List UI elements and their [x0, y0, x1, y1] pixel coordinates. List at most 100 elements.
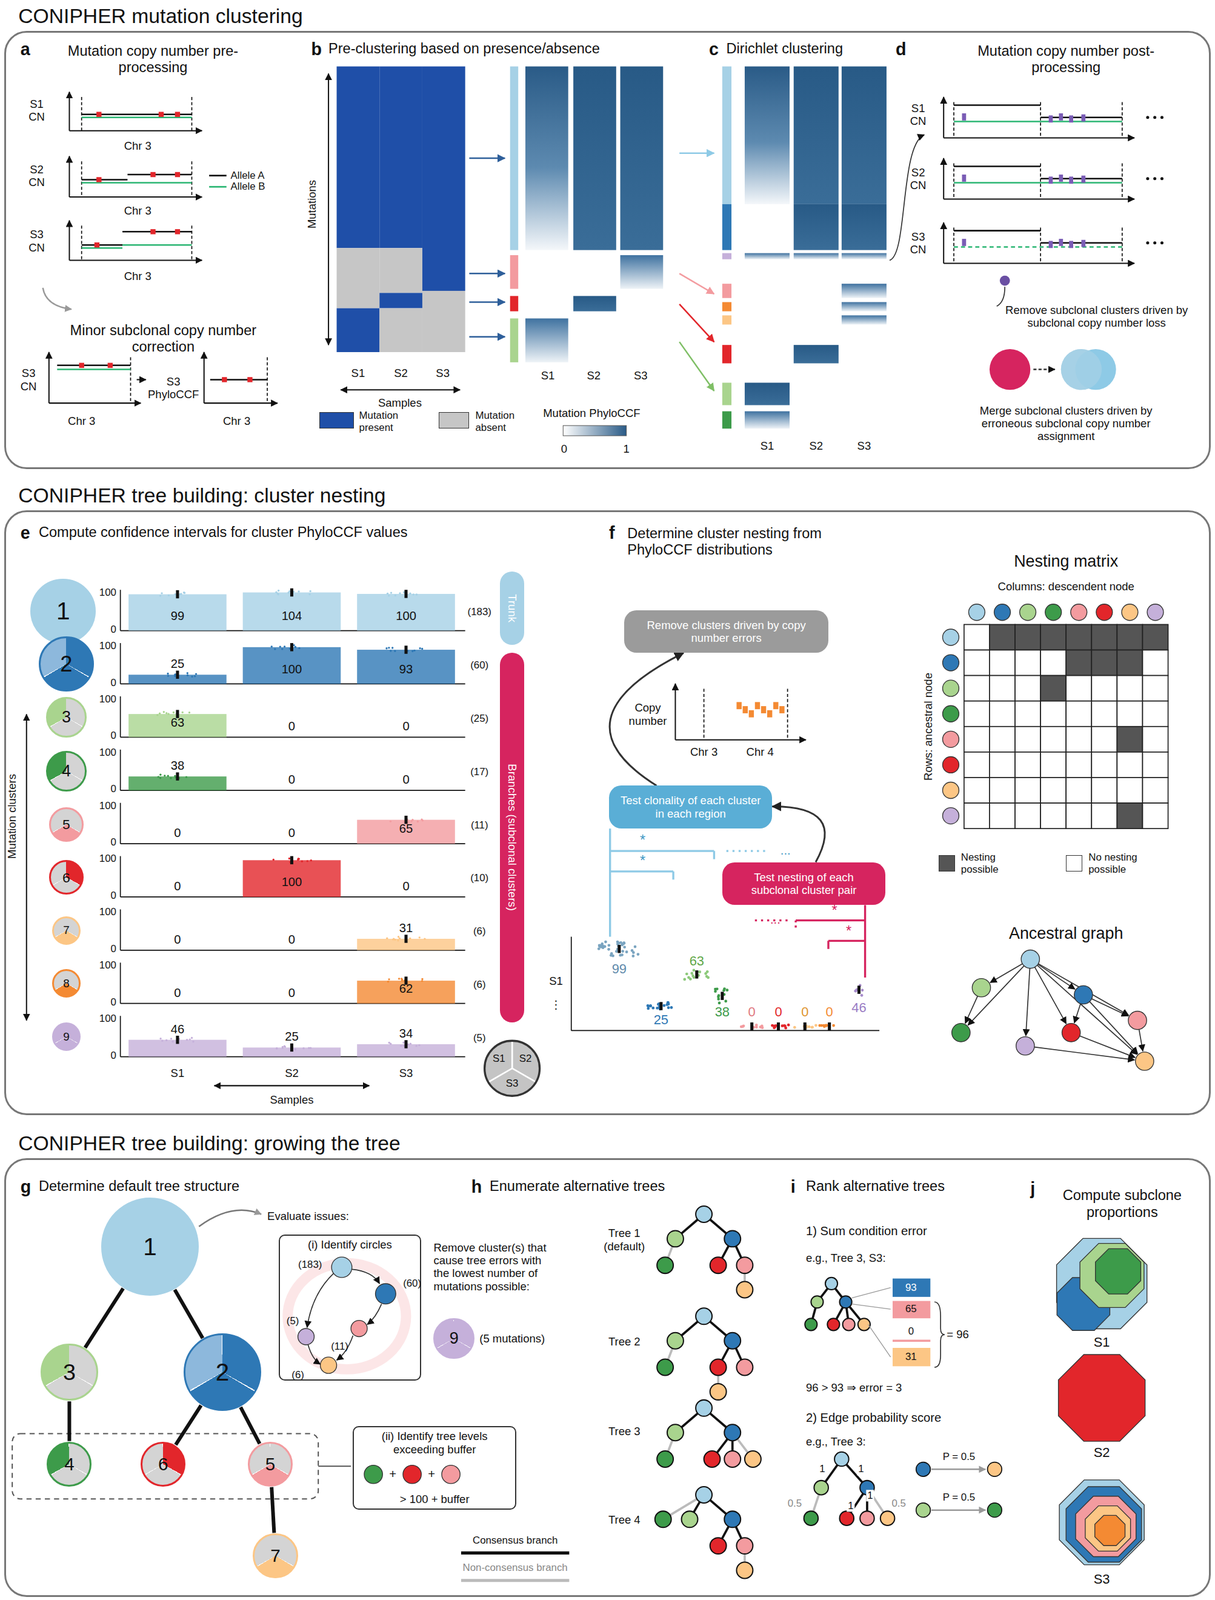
- rect: [964, 752, 990, 778]
- rect: [827, 1022, 831, 1031]
- path: [679, 304, 714, 342]
- dot: [987, 1502, 1003, 1518]
- dot: [695, 1399, 713, 1417]
- dot: [839, 1295, 852, 1308]
- process-box: Test clonality of each cluster in each r…: [609, 785, 773, 829]
- text-label: 31: [905, 1350, 917, 1363]
- rect: [336, 66, 380, 249]
- rect: [964, 675, 990, 702]
- line: [119, 962, 122, 1003]
- dot: [942, 679, 960, 697]
- dot: [421, 647, 423, 650]
- rect: [510, 255, 519, 290]
- dot: [306, 859, 309, 862]
- dot: [1135, 1051, 1154, 1071]
- node-text: 6: [62, 869, 71, 886]
- dot: [195, 672, 197, 675]
- dot: [1016, 1036, 1035, 1056]
- text-label: 0.5: [890, 1497, 907, 1510]
- rect: [1040, 752, 1066, 778]
- dot: [186, 1038, 188, 1041]
- dot: [787, 1023, 791, 1027]
- rect: [1091, 752, 1117, 778]
- dot: [666, 1001, 670, 1005]
- rect: [767, 710, 773, 718]
- rect: [221, 376, 227, 382]
- dot: [297, 590, 300, 593]
- line: [1139, 1029, 1143, 1052]
- text-label: Copy number: [624, 701, 671, 728]
- line: [794, 920, 797, 929]
- rect: [744, 382, 790, 405]
- rect: [841, 66, 887, 205]
- text-label: (60): [470, 659, 489, 671]
- node-text: Test nesting of each subclonal cluster p…: [729, 870, 879, 897]
- line: [953, 229, 1041, 232]
- rect: [1116, 752, 1143, 778]
- dot: [704, 1450, 721, 1468]
- dot: [1147, 604, 1164, 621]
- dot: [188, 711, 191, 714]
- rect: [336, 308, 380, 353]
- cluster-circle: 4: [46, 1441, 92, 1487]
- text-label: Tree 2: [608, 1334, 641, 1348]
- text-label: (10): [470, 872, 489, 885]
- dot: [288, 857, 291, 860]
- rect: [290, 1043, 294, 1052]
- rect: [964, 701, 990, 727]
- text-label: 100: [99, 906, 117, 919]
- dot: [667, 1332, 684, 1349]
- line: [1033, 368, 1055, 371]
- rect: [793, 344, 839, 363]
- text-label: S1: [549, 975, 563, 988]
- dot: [942, 730, 960, 748]
- dot: [402, 1041, 405, 1043]
- dot: [942, 782, 960, 799]
- cluster-circle: 5: [247, 1441, 293, 1487]
- path: [679, 341, 714, 391]
- line: [931, 1508, 986, 1511]
- dot: [651, 1006, 655, 1010]
- line: [674, 683, 676, 740]
- dot: [167, 674, 170, 677]
- rect: [620, 255, 664, 290]
- dot: [724, 1332, 741, 1349]
- dot: [667, 1005, 671, 1009]
- line: [1121, 227, 1123, 264]
- line: [68, 92, 70, 131]
- legend-text: Non-consensus branch: [462, 1562, 568, 1574]
- rect: [1015, 701, 1041, 727]
- text-label: 38: [715, 1004, 730, 1020]
- line: [119, 908, 122, 950]
- dot: [1145, 241, 1149, 245]
- dot: [350, 1320, 368, 1337]
- dot: [636, 952, 640, 956]
- dot: [736, 1562, 753, 1579]
- rect: [722, 301, 732, 311]
- dot: [166, 672, 169, 675]
- dot: [192, 1040, 194, 1043]
- line: [943, 136, 1135, 139]
- text-label: S1: [351, 367, 366, 380]
- text-label: 100: [99, 799, 117, 812]
- legend-text: Mutation absent: [475, 409, 533, 434]
- rect: [892, 1347, 931, 1366]
- rect: [510, 66, 519, 251]
- rect: [379, 308, 423, 353]
- dot: [994, 604, 1011, 621]
- legend-swatch: [438, 412, 470, 429]
- rect: [94, 242, 100, 248]
- text-label: 1: [818, 1463, 826, 1475]
- text-label: (25): [470, 712, 489, 725]
- dot: [710, 1537, 727, 1554]
- line: [1074, 1003, 1081, 1023]
- dot: [418, 936, 421, 939]
- cluster-circle: 7: [252, 1533, 298, 1578]
- text-label: S2: [1093, 1445, 1111, 1461]
- rect: [1091, 650, 1117, 676]
- dot: [607, 947, 611, 951]
- text-label: Chr 4: [746, 745, 774, 759]
- rect: [1081, 239, 1086, 248]
- rect: [1048, 176, 1054, 184]
- line: [1037, 965, 1138, 1055]
